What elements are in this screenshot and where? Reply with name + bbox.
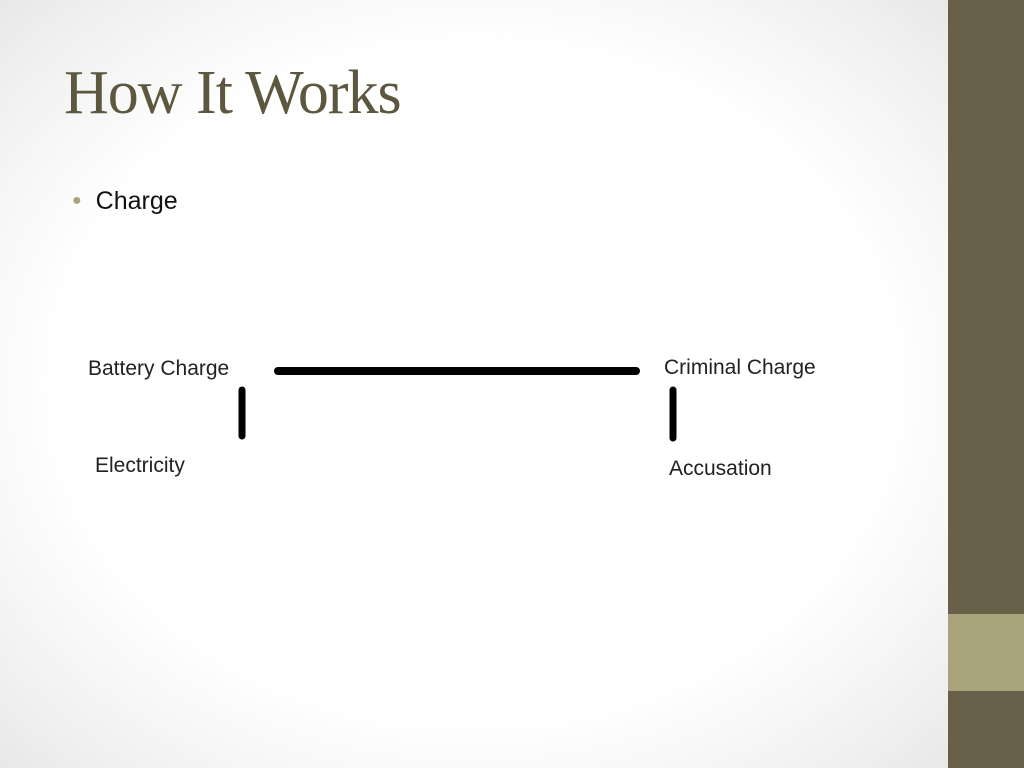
label-battery-charge: Battery Charge [88, 357, 230, 380]
label-accusation: Accusation [669, 457, 772, 480]
slide-canvas [0, 0, 948, 768]
diagram-lines [238, 367, 677, 442]
slide-title: How It Works [64, 59, 402, 127]
label-criminal-charge: Criminal Charge [664, 356, 816, 379]
bullet-dot-icon: ● [72, 192, 82, 209]
bullet-text: Charge [95, 187, 178, 215]
decorative-sidebar-accent [948, 614, 1024, 691]
bullet-item: ● Charge [72, 189, 178, 214]
label-electricity: Electricity [95, 454, 185, 477]
